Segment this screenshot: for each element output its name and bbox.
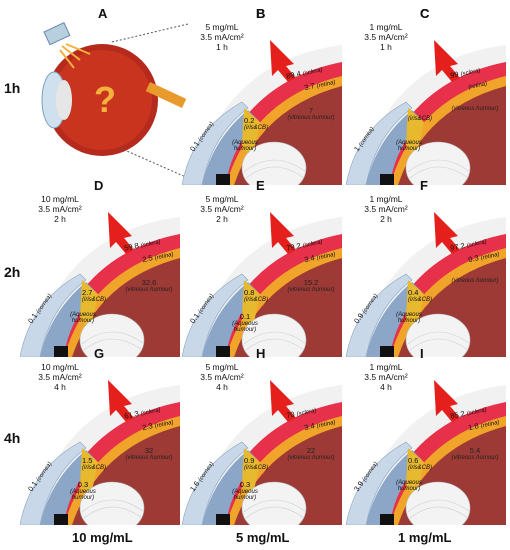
panel-letter: H: [256, 346, 266, 361]
eye-section-panel-g: 10 mg/mL 3.5 mA/cm² 4 h G 61.3 (sclera) …: [20, 346, 180, 525]
value-iris: 2.7 (iris&CB): [82, 288, 106, 303]
panel-letter: I: [420, 346, 424, 361]
panel-letter-c: C: [420, 6, 430, 21]
concentration-label: 1 mg/mL: [369, 194, 403, 204]
panel-letter: G: [94, 346, 105, 361]
arrow-icon: [434, 40, 460, 82]
bottom-label-10: 10 mg/mL: [72, 530, 133, 545]
panel-letter: F: [420, 178, 428, 193]
current-density-label: 3.5 mA/cm²: [200, 32, 244, 42]
eye-section-panel-d: 10 mg/mL 3.5 mA/cm² 2 h D 59.8 (sclera) …: [20, 178, 180, 357]
concentration-label: 5 mg/mL: [205, 194, 239, 204]
current-density-label: 3.5 mA/cm²: [364, 32, 408, 42]
value-aqueous: (Aqueous humour): [396, 480, 422, 492]
value-vitreous: 32.6 (vitreous humour): [125, 278, 173, 293]
value-vitreous: 22 (vitreous humour): [287, 446, 335, 461]
value-vitreous: 32 (vitreous humour): [125, 446, 173, 461]
row-label-1h: 1h: [4, 80, 21, 96]
value-vitreous: 5.4 (vitreous humour): [451, 446, 499, 461]
row-label-2h: 2h: [4, 264, 21, 280]
value-iris: 1.5 (iris&CB): [82, 456, 106, 471]
current-density-label: 3.5 mA/cm²: [38, 372, 82, 382]
concentration-label: 10 mg/mL: [41, 194, 79, 204]
value-aqueous: 0.3 (Aqueous humour): [232, 480, 258, 501]
current-density-label: 3.5 mA/cm²: [200, 372, 244, 382]
optic-nerve: [145, 82, 187, 108]
value-iris: 0.8 (iris&CB): [244, 288, 268, 303]
concentration-label: 1 mg/mL: [369, 362, 403, 372]
value-aqueous: (Aqueous humour): [396, 140, 422, 152]
arrow-icon: [270, 212, 296, 254]
value-aqueous: (Aqueous humour): [232, 140, 258, 152]
arrow-icon: [434, 380, 460, 422]
value-iris: 0.4 (iris&CB): [408, 288, 432, 303]
panel-a-eye-illustration: ?: [41, 22, 189, 179]
row-label-4h: 4h: [4, 430, 21, 446]
eye-section-panel-i: 1 mg/mL 3.5 mA/cm² 4 h I 85.2 (sclera) 1…: [346, 346, 506, 525]
arrow-icon: [108, 212, 134, 254]
eye-section-panel-h: 5 mg/mL 3.5 mA/cm² 4 h H 70 (sclera) 3.4…: [182, 346, 342, 525]
value-iris: 0.9 (iris&CB): [244, 456, 268, 471]
question-mark: ?: [94, 79, 116, 120]
bottom-label-5: 5 mg/mL: [236, 530, 290, 545]
eye-section-panel-b: 5 mg/mL 3.5 mA/cm² 1 h B 89.4 (sclera) 3…: [182, 6, 342, 185]
concentration-label: 1 mg/mL: [369, 22, 403, 32]
eye-section-panel-e: 5 mg/mL 3.5 mA/cm² 2 h E 79.2 (sclera) 3…: [182, 178, 342, 357]
concentration-label: 5 mg/mL: [205, 22, 239, 32]
current-density-label: 3.5 mA/cm²: [364, 372, 408, 382]
arrow-icon: [270, 40, 296, 82]
duration-label: 1 h: [216, 42, 228, 52]
current-density-label: 3.5 mA/cm²: [364, 204, 408, 214]
arrow-icon: [434, 212, 460, 254]
bottom-label-1: 1 mg/mL: [398, 530, 452, 545]
value-iris: 0.2 (iris&CB): [244, 116, 268, 131]
value-vitreous: (vitreous humour): [451, 278, 499, 284]
value-vitreous: 15.2 (vitreous humour): [287, 278, 335, 293]
arrow-icon: [270, 380, 296, 422]
duration-label: 2 h: [216, 214, 228, 224]
duration-label: 4 h: [216, 382, 228, 392]
duration-label: 4 h: [54, 382, 66, 392]
duration-label: 1 h: [380, 42, 392, 52]
eye-section-panel-f: 1 mg/mL 3.5 mA/cm² 2 h F 97.2 (sclera) 0…: [346, 178, 506, 357]
concentration-label: 10 mg/mL: [41, 362, 79, 372]
duration-label: 4 h: [380, 382, 392, 392]
panel-letter: D: [94, 178, 104, 193]
arrow-icon: [108, 380, 134, 422]
concentration-label: 5 mg/mL: [205, 362, 239, 372]
duration-label: 2 h: [380, 214, 392, 224]
value-iris: 0.6 (iris&CB): [408, 456, 432, 471]
eye-section-panel-c: 1 mg/mL 3.5 mA/cm² 1 h C 99 (sclera) (re…: [346, 6, 506, 185]
panel-letter: E: [256, 178, 265, 193]
value-aqueous: 0.1 (Aqueous humour): [232, 312, 258, 333]
value-iris: (iris&CB): [408, 116, 432, 122]
current-density-label: 3.5 mA/cm²: [38, 204, 82, 214]
device: [43, 22, 71, 46]
lens: [56, 80, 72, 120]
value-vitreous: (vitreous humour): [451, 106, 499, 112]
panel-letter: B: [256, 6, 266, 21]
value-vitreous: 7 (vitreous humour): [287, 106, 335, 121]
panel-letter-b: B: [256, 6, 266, 21]
panel-letter: C: [420, 6, 430, 21]
value-aqueous: (Aqueous humour): [70, 312, 96, 324]
panel-letter-a: A: [98, 6, 108, 21]
current-density-label: 3.5 mA/cm²: [200, 204, 244, 214]
value-aqueous: 0.3 (Aqueous humour): [70, 480, 96, 501]
duration-label: 2 h: [54, 214, 66, 224]
value-aqueous: (Aqueous humour): [396, 312, 422, 324]
